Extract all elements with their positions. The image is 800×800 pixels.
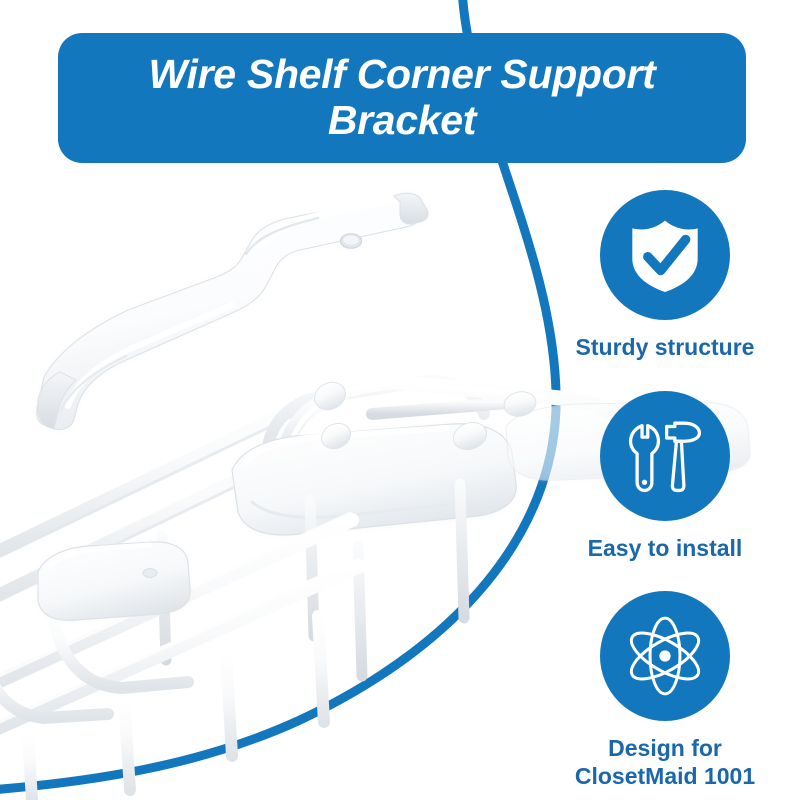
feature-icon-badge bbox=[600, 591, 730, 722]
feature-label: Design for ClosetMaid 1001 bbox=[574, 735, 756, 790]
wrench-hammer-icon bbox=[628, 421, 702, 493]
title-banner: Wire Shelf Corner Support Bracket bbox=[58, 33, 746, 163]
feature-item-design-for-closetmaid: Design for ClosetMaid 1001 bbox=[536, 591, 794, 790]
feature-icon-badge bbox=[600, 391, 730, 522]
page-title: Wire Shelf Corner Support Bracket bbox=[148, 51, 656, 143]
feature-icon-badge bbox=[600, 190, 730, 320]
feature-label: Sturdy structure bbox=[575, 334, 755, 360]
feature-item-easy-to-install: Easy to install bbox=[536, 391, 794, 562]
feature-item-sturdy-structure: Sturdy structure bbox=[536, 190, 794, 361]
atom-icon bbox=[629, 616, 701, 696]
shield-check-icon bbox=[632, 220, 698, 292]
feature-label: Easy to install bbox=[587, 535, 743, 562]
feature-list: Sturdy structure Easy to ins bbox=[536, 190, 794, 790]
corner-support-bracket-single bbox=[36, 192, 429, 431]
